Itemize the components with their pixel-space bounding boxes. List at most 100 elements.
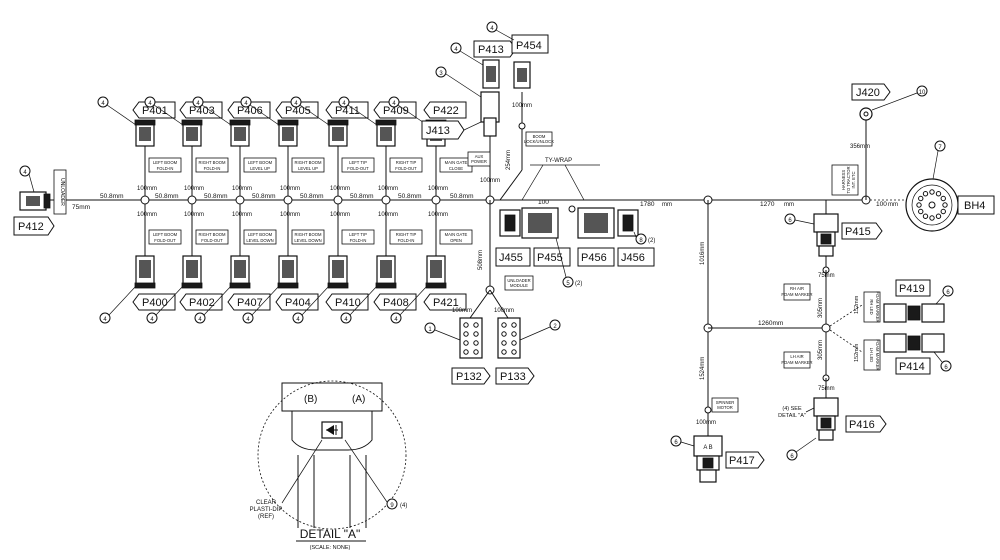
dim-50-8mm: 50.8mm: [350, 193, 373, 200]
aux-power-note: [467, 151, 491, 167]
svg-text:6: 6: [790, 454, 794, 460]
svg-text:P419: P419: [899, 283, 925, 295]
svg-text:LOCK/UNLOCK: LOCK/UNLOCK: [524, 139, 554, 144]
svg-text:FOAM MARKER: FOAM MARKER: [875, 291, 880, 322]
connector-p414: [883, 333, 907, 353]
svg-text:TO TRACTOR: TO TRACTOR: [846, 167, 851, 194]
boom-lock-note: [525, 131, 553, 147]
lh-air-note: [783, 351, 811, 369]
svg-text:P417: P417: [729, 455, 755, 467]
svg-text:4: 4: [244, 101, 248, 107]
svg-text:4: 4: [246, 317, 250, 323]
svg-text:4: 4: [342, 101, 346, 107]
tag-p403: P403: [179, 101, 223, 119]
detail-title: DETAIL "A": [300, 527, 361, 541]
svg-text:6: 6: [674, 440, 678, 446]
svg-text:J455: J455: [499, 252, 523, 264]
svg-text:LEFT TIP: LEFT TIP: [349, 160, 367, 165]
svg-text:RIGHT TIP: RIGHT TIP: [396, 160, 417, 165]
svg-text:1016mm: 1016mm: [700, 242, 706, 265]
svg-text:(REF): (REF): [258, 514, 274, 520]
svg-text:P407: P407: [237, 297, 263, 309]
tag-j456: J456: [617, 247, 655, 267]
tag-p404: P404: [275, 293, 319, 311]
svg-text:1780: 1780: [640, 201, 655, 208]
svg-text:RIGHT BOOM: RIGHT BOOM: [199, 160, 226, 165]
connector-p133: [497, 317, 521, 359]
svg-text:LH LED: LH LED: [869, 348, 874, 363]
svg-text:152mm: 152mm: [854, 295, 860, 314]
svg-text:356: 356: [850, 144, 861, 150]
svg-text:P408: P408: [383, 297, 409, 309]
tag-p456: P456: [577, 247, 615, 267]
tag-p401: P401: [132, 101, 176, 119]
tag-p417: P417: [725, 451, 765, 469]
svg-text:305mm: 305mm: [818, 298, 824, 318]
dim-75mm: 75mm: [72, 204, 90, 211]
svg-text:P454: P454: [516, 40, 542, 52]
connector-p416: [813, 397, 839, 417]
svg-text:LEFT BOOM: LEFT BOOM: [153, 160, 178, 165]
svg-text:152mm: 152mm: [854, 343, 860, 362]
svg-text:FOLD-IN: FOLD-IN: [204, 166, 221, 171]
svg-text:P402: P402: [189, 297, 215, 309]
j455-j456-group: TY-WRAP 100 1780 mm J455 P455 P456 J456: [485, 158, 672, 288]
unloader-module-note: [504, 275, 534, 291]
tag-p415: P415: [841, 222, 883, 240]
svg-text:FOLD-OUT: FOLD-OUT: [395, 166, 417, 171]
svg-text:P422: P422: [433, 105, 459, 117]
svg-text:LEFT BOOM: LEFT BOOM: [248, 232, 273, 237]
lh-led-note: [863, 339, 881, 371]
harness-note: [831, 164, 859, 196]
svg-text:(2): (2): [648, 238, 655, 244]
svg-text:POWER: POWER: [471, 159, 487, 164]
svg-text:LEVEL DOWN: LEVEL DOWN: [246, 238, 273, 243]
svg-text:INT. ETC: INT. ETC: [851, 172, 856, 189]
tag-j420: J420: [851, 83, 891, 101]
tag-p422: P422: [423, 101, 467, 119]
tag-j455: J455: [495, 247, 531, 267]
connector-p419: [883, 303, 907, 323]
svg-text:FOAM MARKER: FOAM MARKER: [875, 339, 880, 370]
svg-text:(SCALE: NONE): (SCALE: NONE): [310, 545, 351, 551]
svg-text:UNLOADER: UNLOADER: [507, 278, 530, 283]
svg-text:J420: J420: [856, 87, 880, 99]
dim-50-8mm: 50.8mm: [450, 193, 473, 200]
svg-text:A B: A B: [703, 445, 712, 451]
svg-text:OPEN: OPEN: [450, 238, 462, 243]
svg-text:1524mm: 1524mm: [700, 357, 706, 380]
tag-p402: P402: [179, 293, 223, 311]
svg-text:FOLD-OUT: FOLD-OUT: [347, 166, 369, 171]
svg-text:DETAIL "A": DETAIL "A": [778, 413, 806, 419]
svg-text:P410: P410: [335, 297, 361, 309]
dim-50-8mm: 50.8mm: [252, 193, 275, 200]
tag-p413: P413: [473, 40, 517, 58]
svg-text:P404: P404: [285, 297, 311, 309]
svg-text:P411: P411: [335, 105, 360, 117]
svg-text:P403: P403: [189, 105, 215, 117]
svg-text:SPINNER: SPINNER: [716, 400, 735, 405]
svg-text:4: 4: [101, 101, 105, 107]
tag-p421: P421: [423, 293, 467, 311]
j413-group: P413 J413 4 3 AUX POWER 100mm P454 4 100…: [421, 21, 554, 201]
svg-text:100mm: 100mm: [428, 212, 448, 218]
svg-text:FOLD-IN: FOLD-IN: [350, 238, 367, 243]
svg-text:P412: P412: [18, 221, 44, 233]
tag-p414: P414: [895, 357, 931, 375]
svg-text:FOLD-OUT: FOLD-OUT: [201, 238, 223, 243]
balloon-4: [19, 165, 31, 177]
svg-text:FOAM MARKER: FOAM MARKER: [781, 292, 812, 297]
svg-text:305mm: 305mm: [818, 340, 824, 360]
svg-text:PLASTI-DIP: PLASTI-DIP: [250, 507, 283, 513]
svg-text:1270: 1270: [760, 201, 775, 208]
svg-text:mm: mm: [888, 202, 898, 208]
svg-text:FOLD-IN: FOLD-IN: [157, 166, 174, 171]
svg-text:100: 100: [876, 201, 887, 208]
connector-p412: UNLOADER 75mm P412 4: [13, 165, 92, 236]
